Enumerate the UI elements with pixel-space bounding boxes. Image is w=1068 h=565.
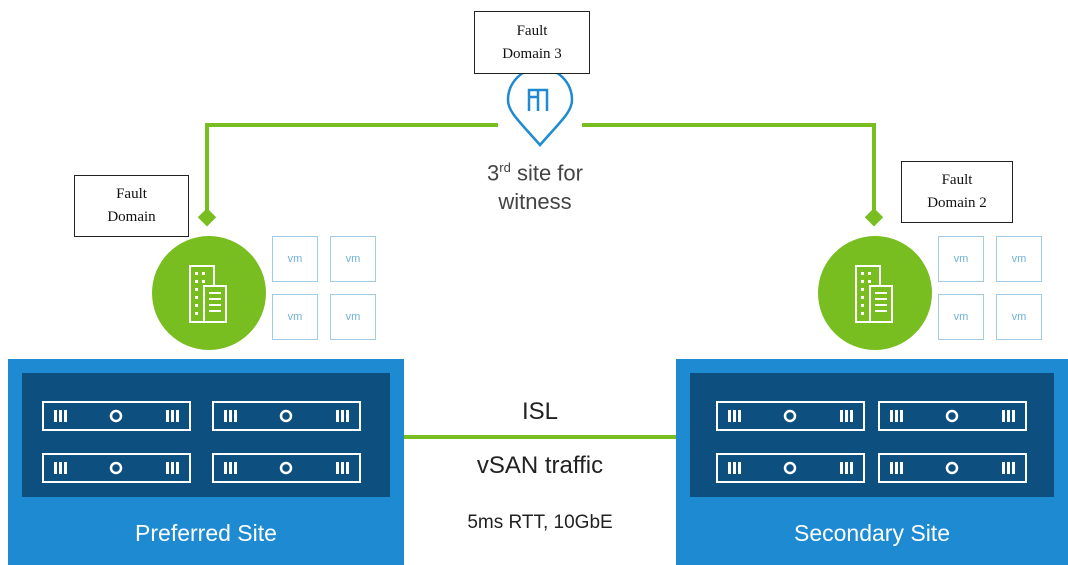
fault-domain-1-box: Fault Domain	[74, 175, 189, 237]
secondary-site-building-icon	[818, 236, 932, 350]
fault-domain-2-box: Fault Domain 2	[901, 161, 1013, 223]
server-icon	[42, 453, 191, 483]
diamond-right-top	[864, 208, 884, 227]
witness-link-left	[205, 123, 498, 218]
secondary-site-label: Secondary Site	[794, 520, 950, 546]
secondary-site: Secondary Site	[676, 359, 1068, 565]
vsan-traffic-label: vSAN traffic	[476, 452, 604, 479]
witness-line2: witness	[498, 189, 572, 215]
server-icon	[42, 401, 191, 431]
server-icon	[212, 453, 361, 483]
vm-icon: vm	[938, 294, 984, 340]
witness-label: 3rd site for witness	[440, 153, 630, 216]
preferred-site: Preferred Site	[8, 359, 404, 565]
server-icon	[878, 401, 1027, 431]
diamond-left-top	[197, 208, 217, 227]
witness-link-right	[582, 123, 876, 218]
fault-domain-3-line2: Domain 3	[502, 45, 562, 62]
preferred-site-vm-grid: vm vm vm vm	[272, 236, 378, 342]
vm-icon: vm	[996, 294, 1042, 340]
preferred-site-rack	[22, 373, 390, 497]
fault-domain-1-line1: Fault	[116, 186, 147, 202]
fault-domain-1-line2: Domain	[107, 209, 156, 225]
server-icon	[878, 453, 1027, 483]
vm-icon: vm	[996, 236, 1042, 282]
witness-ordinal: 3	[487, 160, 500, 186]
vm-icon: vm	[272, 236, 318, 282]
secondary-site-rack	[690, 373, 1054, 497]
vm-icon: vm	[330, 294, 376, 340]
server-icon	[212, 401, 361, 431]
witness-pin-icon	[506, 66, 574, 147]
vm-icon: vm	[330, 236, 376, 282]
fault-domain-2-line1: Fault	[941, 172, 973, 188]
vm-icon: vm	[938, 236, 984, 282]
server-icon	[716, 401, 865, 431]
isl-label: ISL	[521, 398, 559, 425]
secondary-site-vm-grid: vm vm vm vm	[938, 236, 1044, 342]
vm-icon: vm	[272, 294, 318, 340]
preferred-site-building-icon	[152, 236, 266, 350]
witness-line1-rest: site for	[510, 160, 583, 186]
link-spec-label: 5ms RTT, 10GbE	[467, 512, 613, 533]
fault-domain-2-line2: Domain 2	[927, 195, 987, 211]
witness-ordinal-suffix: rd	[499, 160, 511, 175]
server-icon	[716, 453, 865, 483]
fault-domain-3-line1: Fault	[516, 22, 548, 39]
fault-domain-3-box: Fault Domain 3	[474, 11, 590, 74]
preferred-site-label: Preferred Site	[135, 520, 277, 546]
